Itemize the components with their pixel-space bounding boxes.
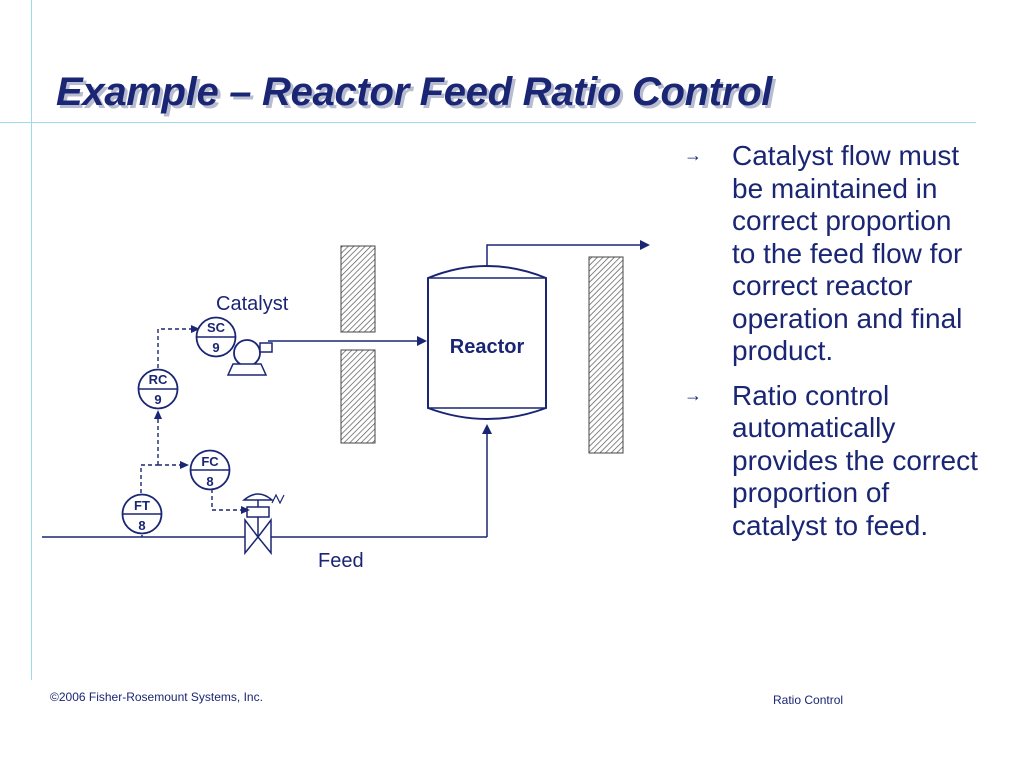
hatched-wall-lower xyxy=(340,349,376,444)
instrument-rc-loop: 9 xyxy=(154,392,161,407)
signal-lines xyxy=(140,328,246,511)
instrument-sc: SC 9 xyxy=(195,316,237,358)
bullet-list: → Catalyst flow must be maintained in co… xyxy=(680,140,980,554)
product-outlet-line xyxy=(486,244,642,266)
signal-arrowhead-valve xyxy=(241,506,250,514)
instrument-ft: FT 8 xyxy=(121,493,163,537)
catalyst-line-arrowhead xyxy=(417,336,427,346)
feed-riser-arrowhead xyxy=(482,424,492,434)
signal-arrowhead-fc xyxy=(180,461,189,469)
instrument-rc: RC 9 xyxy=(137,368,179,410)
signal-arrowhead-rc xyxy=(154,410,162,419)
catalyst-pump-icon xyxy=(226,339,273,376)
signal-arrowhead-sc xyxy=(191,325,200,333)
instrument-fc: FC 8 xyxy=(189,449,231,491)
arrow-right-icon: → xyxy=(684,145,702,165)
hatched-wall-upper xyxy=(340,245,376,333)
footer-copyright: ©2006 Fisher-Rosemount Systems, Inc. xyxy=(50,690,263,704)
slide-title: Example – Reactor Feed Ratio Control xyxy=(56,70,773,114)
instrument-sc-tag: SC xyxy=(207,320,226,335)
instrument-rc-tag: RC xyxy=(149,372,168,387)
instrument-ft-loop: 8 xyxy=(138,518,145,533)
instrument-ft-tag: FT xyxy=(134,498,150,513)
reactor-label: Reactor xyxy=(450,336,525,358)
bullet-item: → Ratio control automatically provides t… xyxy=(680,380,980,543)
product-outlet-arrowhead xyxy=(640,240,650,250)
control-valve-icon xyxy=(241,493,285,556)
instrument-fc-loop: 8 xyxy=(206,474,213,489)
instrument-sc-loop: 9 xyxy=(212,340,219,355)
feed-label: Feed xyxy=(318,550,364,572)
arrow-right-icon: → xyxy=(684,384,702,405)
hatched-wall-right xyxy=(588,256,624,454)
instrument-fc-tag: FC xyxy=(201,454,219,469)
left-divider-line xyxy=(31,0,32,680)
bullet-item: → Catalyst flow must be maintained in co… xyxy=(680,140,980,368)
catalyst-label: Catalyst xyxy=(216,293,289,315)
bullet-text: Ratio control automatically provides the… xyxy=(732,379,978,541)
footer-section-title: Ratio Control xyxy=(773,693,844,707)
process-diagram: Reactor Catalyst Feed SC xyxy=(42,240,650,572)
title-divider-line xyxy=(0,122,976,123)
bullet-text: Catalyst flow must be maintained in corr… xyxy=(732,140,963,366)
